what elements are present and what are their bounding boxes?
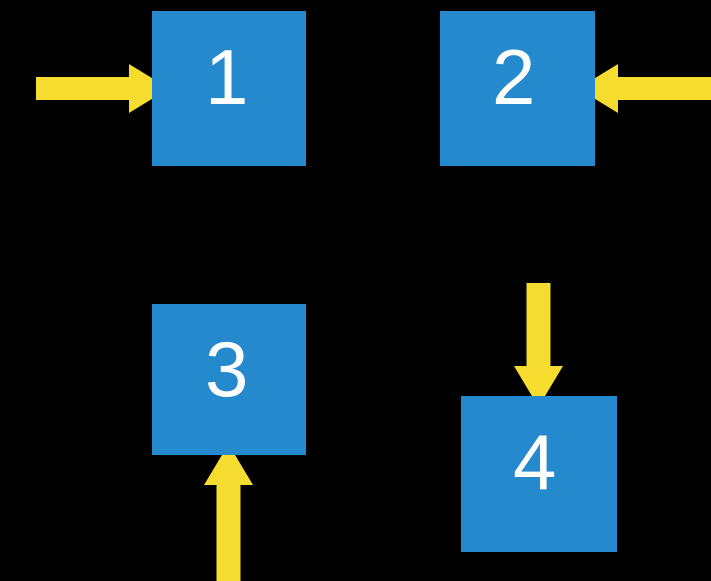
arrow-right-icon [36,64,169,113]
arrow-into-node-3 [204,444,253,581]
node-label-3: 3 [205,325,249,413]
node-label-1: 1 [205,33,249,121]
arrow-into-node-2 [578,64,711,113]
arrow-into-node-4 [514,283,563,407]
node-label-4: 4 [513,418,557,506]
arrow-into-node-1 [36,64,169,113]
node-box-3[interactable] [152,304,306,455]
arrow-left-icon [578,64,711,113]
arrow-up-icon [204,444,253,581]
node-box-2[interactable] [440,11,595,166]
node-box-1[interactable] [152,11,306,166]
node-box-4[interactable] [461,396,617,552]
arrow-down-icon [514,283,563,407]
node-label-2: 2 [492,33,536,121]
